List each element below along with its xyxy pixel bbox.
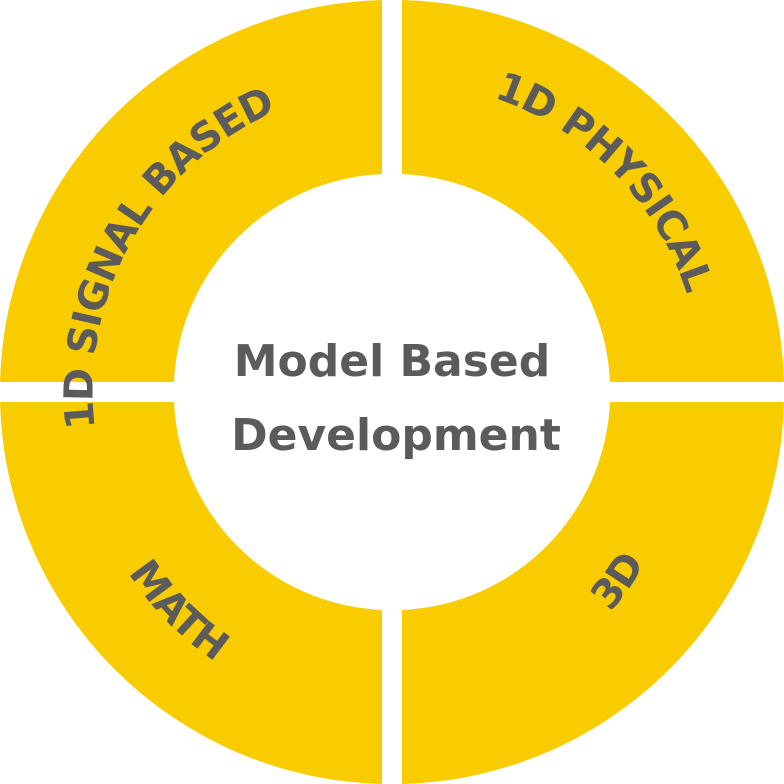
segment-bottom-right [402,402,784,784]
center-title-line-1: Model Based [234,336,551,387]
segment-top-right [402,0,784,382]
center-title-line-2: Development [231,410,561,461]
segment-bottom-left [0,402,382,784]
segment-top-left [0,0,382,382]
